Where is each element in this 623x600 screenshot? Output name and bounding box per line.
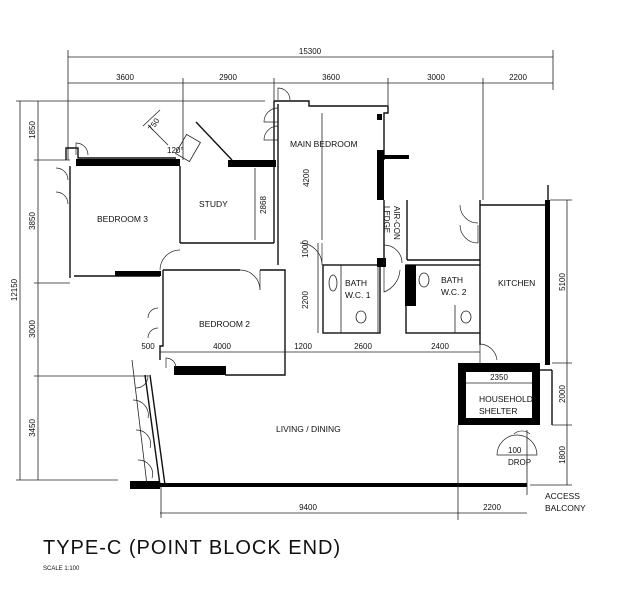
dim-top-3: 3600 [322, 73, 340, 82]
label-bedroom-3: BEDROOM 3 [97, 214, 148, 224]
toilet-icon [355, 310, 367, 324]
dim-top-5: 2200 [509, 73, 527, 82]
dim-top-1: 3600 [116, 73, 134, 82]
label-ledge: LEDGE [382, 206, 391, 233]
dim-mid-3: 1200 [294, 342, 312, 351]
walls [65, 100, 553, 520]
label-bath-1: BATH [345, 278, 367, 288]
dim-left-2: 3850 [28, 212, 37, 230]
label-access: ACCESS [545, 491, 580, 501]
dim-top-2: 2900 [219, 73, 237, 82]
dim-left-1: 1850 [28, 121, 37, 139]
dim-mid-2: 4000 [213, 342, 231, 351]
plan-title: TYPE-C (POINT BLOCK END) [43, 537, 341, 559]
fixtures [175, 133, 472, 333]
label-household: HOUSEHOLD [479, 394, 533, 404]
dim-total-width: 15300 [299, 47, 322, 56]
dim-right-3: 1800 [558, 446, 567, 464]
label-drop-100: 100 [508, 446, 522, 455]
basin-icon [418, 272, 430, 288]
dim-left-3: 3000 [28, 320, 37, 338]
dim-right-2: 2000 [558, 385, 567, 403]
label-drop: DROP [508, 458, 531, 467]
dim-total-height: 12150 [10, 278, 19, 301]
dim-angle: 120° [167, 146, 184, 155]
label-bedroom-2: BEDROOM 2 [199, 319, 250, 329]
dim-mid-4: 2600 [354, 342, 372, 351]
label-balcony: BALCONY [545, 503, 586, 513]
top-dimensions: 15300 3600 2900 3600 3000 2200 [67, 47, 554, 200]
dim-left-4: 3450 [28, 419, 37, 437]
label-main-bedroom: MAIN BEDROOM [290, 139, 358, 149]
dim-mid-1: 500 [141, 342, 155, 351]
dim-study-height: 2868 [259, 196, 268, 214]
label-study: STUDY [199, 199, 228, 209]
dim-top-4: 3000 [427, 73, 445, 82]
dim-shelter-width: 2350 [490, 373, 508, 382]
dim-bottom-2: 2200 [483, 503, 501, 512]
inner-dimensions: 4200 2868 1000 2200 750 120° 2350 500 40… [141, 109, 572, 518]
dim-1000: 1000 [301, 240, 310, 258]
dim-right-1: 5100 [558, 273, 567, 291]
label-wc-1: W.C. 1 [345, 290, 371, 300]
dim-mid-5: 2400 [431, 342, 449, 351]
label-kitchen: KITCHEN [498, 278, 535, 288]
left-dimensions: 12150 1850 3850 3000 3450 [10, 100, 265, 481]
doors [55, 87, 538, 479]
label-shelter: SHELTER [479, 406, 518, 416]
room-labels: MAIN BEDROOM BEDROOM 3 STUDY BEDROOM 2 B… [97, 139, 586, 513]
dim-main-bedroom-height: 4200 [302, 169, 311, 187]
label-living-dining: LIVING / DINING [276, 424, 341, 434]
label-wc-2: W.C. 2 [441, 287, 467, 297]
dim-bottom-1: 9400 [299, 503, 317, 512]
toilet-icon [460, 310, 472, 324]
label-aircon: AIR-CON [392, 206, 401, 240]
label-bath-2: BATH [441, 275, 463, 285]
basin-icon [328, 274, 338, 292]
dim-2200: 2200 [301, 291, 310, 309]
dim-window-750: 750 [146, 116, 161, 133]
plan-scale: SCALE 1:100 [43, 566, 80, 572]
